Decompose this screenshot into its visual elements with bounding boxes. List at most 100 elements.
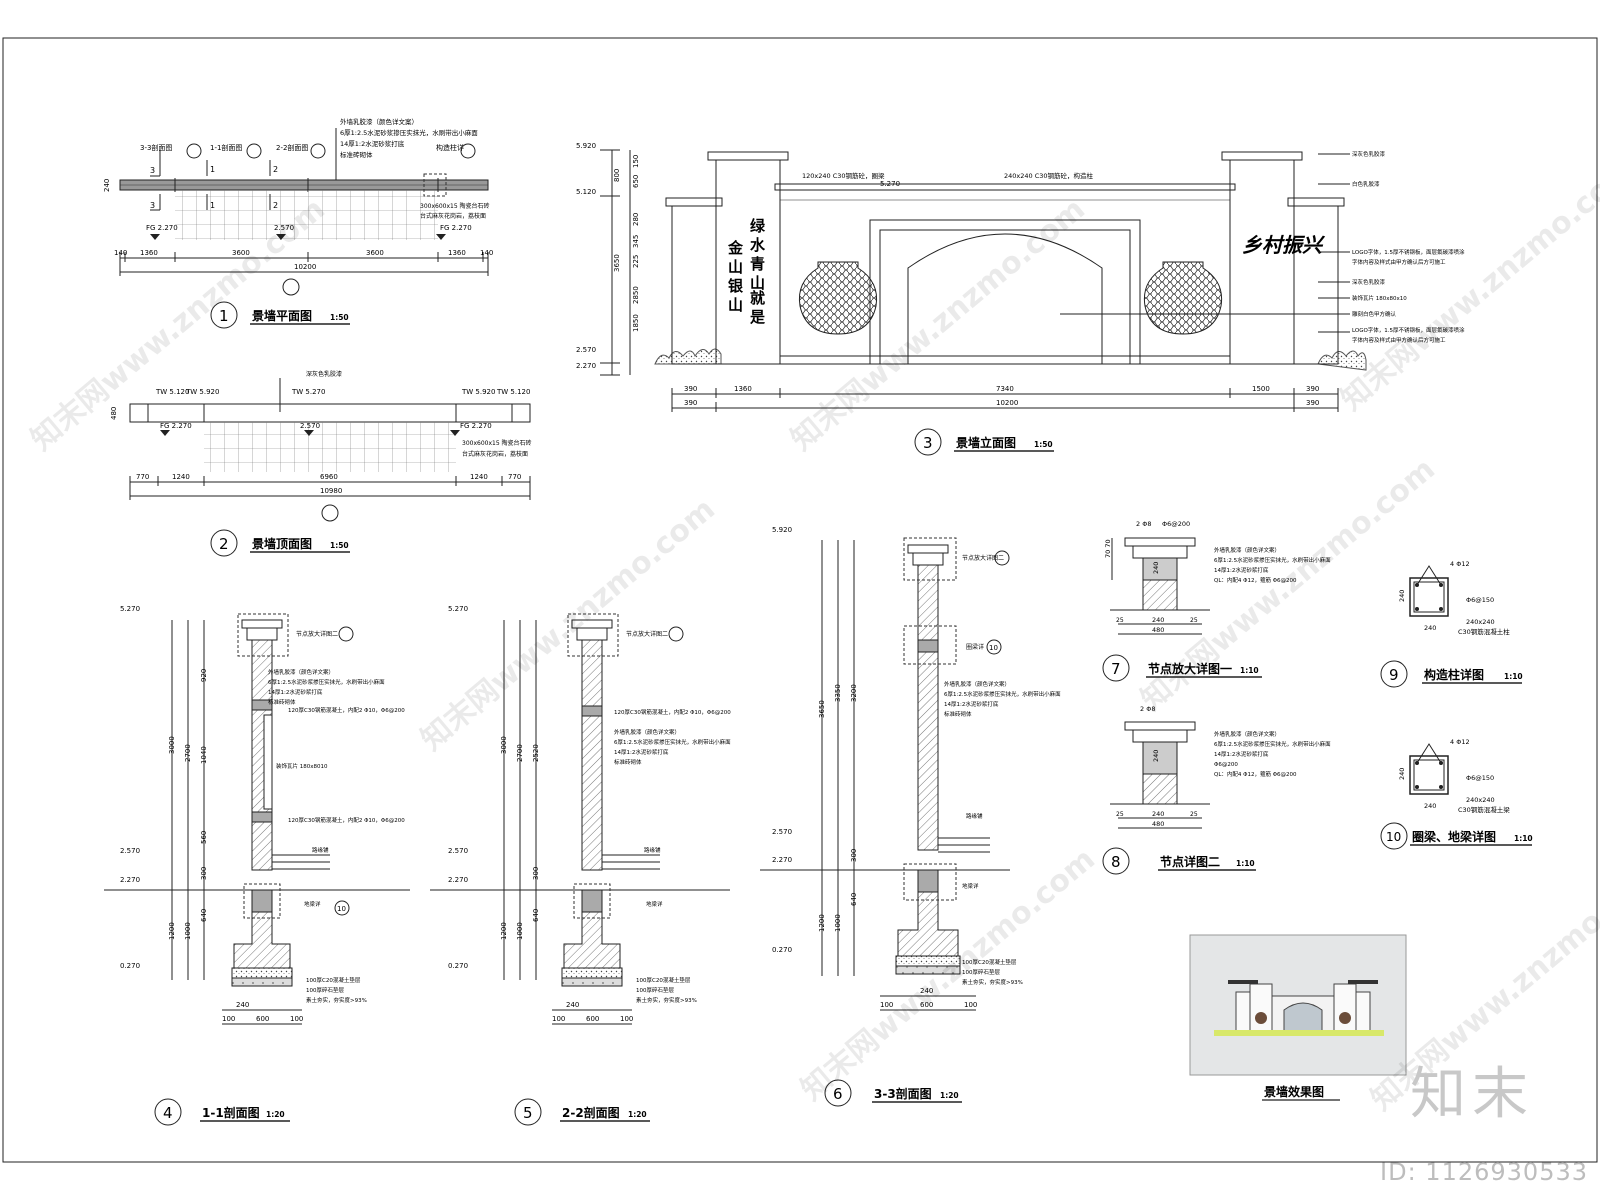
svg-text:节点放大详图二: 节点放大详图二: [296, 630, 338, 638]
title-detail-7: 7 节点放大详图一 1:10: [1102, 654, 1262, 682]
svg-text:雕刻白色甲方确认: 雕刻白色甲方确认: [1352, 310, 1397, 318]
svg-text:14厚1:2水泥砂浆打底: 14厚1:2水泥砂浆打底: [944, 700, 999, 708]
svg-text:路缘铺: 路缘铺: [966, 812, 983, 820]
svg-text:节点放大详图二: 节点放大详图二: [626, 630, 668, 638]
title-elevation: 3 景墙立面图 1:50: [914, 428, 1054, 456]
svg-text:14厚1:2水泥砂浆打底: 14厚1:2水泥砂浆打底: [1214, 566, 1269, 574]
svg-text:100厚碎石垫层: 100厚碎石垫层: [306, 986, 344, 994]
svg-text:3000: 3000: [168, 736, 176, 754]
plan-view: 3-3剖面图 1-1剖面图 2-2剖面图 构造柱详 33 11 22 240 外…: [103, 117, 493, 296]
svg-text:景墙立面图: 景墙立面图: [956, 435, 1016, 450]
svg-text:TW 5.120: TW 5.120: [496, 388, 530, 396]
svg-text:240: 240: [1424, 624, 1436, 632]
svg-text:100厚C20混凝土垫层: 100厚C20混凝土垫层: [306, 976, 361, 984]
svg-text:240: 240: [920, 987, 933, 995]
svg-text:5.920: 5.920: [772, 526, 792, 534]
svg-text:6厚1:2.5水泥砂浆掺压实抹光，水刷带出小麻面: 6厚1:2.5水泥砂浆掺压实抹光，水刷带出小麻面: [944, 690, 1061, 698]
svg-text:4: 4: [163, 1104, 173, 1122]
svg-text:3350: 3350: [834, 684, 842, 702]
plan-level-2: 2.570: [274, 224, 294, 232]
svg-text:1850: 1850: [632, 314, 640, 332]
svg-text:6厚1:2.5水泥砂浆掺压实抹光，水刷带出小麻面: 6厚1:2.5水泥砂浆掺压实抹光，水刷带出小麻面: [1214, 556, 1331, 564]
svg-text:1000: 1000: [834, 914, 842, 932]
svg-text:1360: 1360: [140, 249, 158, 257]
svg-text:5.120: 5.120: [576, 188, 596, 196]
svg-text:1:10: 1:10: [1514, 834, 1533, 843]
svg-text:1200: 1200: [818, 914, 826, 932]
plan-note-3: 14厚1:2水泥砂浆打底: [340, 139, 405, 148]
svg-text:构造柱详图: 构造柱详图: [1424, 667, 1484, 682]
svg-text:白色乳胶漆: 白色乳胶漆: [1352, 180, 1380, 188]
svg-text:390: 390: [1306, 385, 1319, 393]
svg-text:1-1剖面图: 1-1剖面图: [202, 1105, 260, 1120]
svg-text:240: 240: [566, 1001, 579, 1009]
svg-text:地梁详: 地梁详: [304, 900, 321, 908]
plan-note-4: 标准砖砌体: [340, 150, 373, 159]
svg-text:240: 240: [1152, 616, 1164, 624]
svg-text:景墙平面图: 景墙平面图: [252, 308, 312, 323]
section-1-1: 3000 2700 920 1040 560 300 1000 1200 640…: [104, 605, 410, 1025]
svg-text:节点详图二: 节点详图二: [1160, 854, 1220, 869]
svg-text:路缘铺: 路缘铺: [312, 846, 329, 854]
svg-text:1:10: 1:10: [1240, 666, 1259, 675]
title-section-3: 6 3-3剖面图 1:20: [824, 1079, 962, 1107]
svg-text:2.270: 2.270: [448, 876, 468, 884]
svg-text:100厚碎石垫层: 100厚碎石垫层: [636, 986, 674, 994]
svg-text:节点放大详图一: 节点放大详图一: [1148, 661, 1232, 676]
svg-text:Φ6@200: Φ6@200: [1162, 520, 1190, 528]
svg-text:25: 25: [1116, 811, 1124, 818]
svg-text:1360: 1360: [448, 249, 466, 257]
svg-text:70 70: 70 70: [1104, 539, 1112, 558]
svg-text:240: 240: [103, 179, 111, 192]
svg-text:100厚C20混凝土垫层: 100厚C20混凝土垫层: [636, 976, 691, 984]
svg-text:1200: 1200: [500, 922, 508, 940]
svg-text:10200: 10200: [996, 399, 1018, 407]
svg-text:14厚1:2水泥砂浆打底: 14厚1:2水泥砂浆打底: [614, 748, 669, 756]
svg-text:7: 7: [1111, 660, 1121, 678]
elevation-view: 5.920 5.120 2.570 2.270 5.270 150 650 80…: [576, 142, 1465, 412]
svg-text:地梁详: 地梁详: [646, 900, 663, 908]
svg-text:240x240 C30钢筋砼，构造柱: 240x240 C30钢筋砼，构造柱: [1004, 171, 1094, 180]
svg-text:1:20: 1:20: [266, 1110, 285, 1119]
sheet-border: [2, 37, 1598, 1163]
svg-text:6960: 6960: [320, 473, 338, 481]
plan-cut-1: 1-1剖面图: [210, 143, 242, 152]
svg-text:100: 100: [620, 1015, 633, 1023]
plan-note-1: 外墙乳胶漆（颜色详文案）: [340, 117, 418, 126]
svg-text:3: 3: [150, 201, 155, 210]
svg-text:1240: 1240: [470, 473, 488, 481]
svg-text:4 Φ12: 4 Φ12: [1450, 738, 1470, 746]
svg-text:120厚C30钢筋混凝土，内配2 Φ10，Φ6@200: 120厚C30钢筋混凝土，内配2 Φ10，Φ6@200: [288, 706, 405, 714]
svg-text:390: 390: [684, 399, 697, 407]
svg-text:770: 770: [136, 473, 149, 481]
svg-text:120厚C30钢筋混凝土，内配2 Φ10，Φ6@200: 120厚C30钢筋混凝土，内配2 Φ10，Φ6@200: [288, 816, 405, 824]
svg-text:QL：内配4 Φ12，箍筋 Φ6@200: QL：内配4 Φ12，箍筋 Φ6@200: [1214, 576, 1297, 584]
svg-text:1:50: 1:50: [330, 313, 349, 322]
svg-text:1: 1: [210, 165, 215, 174]
svg-text:装饰瓦片 180x8010: 装饰瓦片 180x8010: [276, 762, 328, 770]
svg-text:3600: 3600: [232, 249, 250, 257]
svg-text:C30钢筋混凝土梁: C30钢筋混凝土梁: [1458, 805, 1510, 814]
svg-text:800: 800: [613, 169, 621, 182]
svg-text:10: 10: [989, 644, 998, 652]
svg-text:2700: 2700: [184, 744, 192, 762]
svg-text:6厚1:2.5水泥砂浆掺压实抹光，水刷带出小麻面: 6厚1:2.5水泥砂浆掺压实抹光，水刷带出小麻面: [268, 678, 385, 686]
svg-text:3-3剖面图: 3-3剖面图: [874, 1086, 932, 1101]
svg-text:600: 600: [256, 1015, 269, 1023]
svg-text:1040: 1040: [200, 746, 208, 764]
svg-text:1:20: 1:20: [628, 1110, 647, 1119]
plan-level-3: FG 2.270: [440, 224, 472, 232]
svg-text:140: 140: [480, 249, 493, 257]
svg-text:QL：内配4 Φ12，箍筋 Φ6@200: QL：内配4 Φ12，箍筋 Φ6@200: [1214, 770, 1297, 778]
svg-text:2 Φ8: 2 Φ8: [1136, 520, 1151, 528]
svg-text:景墙顶面图: 景墙顶面图: [252, 536, 312, 551]
svg-text:2-2剖面图: 2-2剖面图: [562, 1105, 620, 1120]
render-image: [1189, 934, 1407, 1076]
svg-text:650: 650: [632, 175, 640, 188]
svg-text:2.570: 2.570: [772, 828, 792, 836]
svg-text:FG 2.270: FG 2.270: [160, 422, 192, 430]
svg-text:240x240: 240x240: [1466, 618, 1495, 626]
detail-7: 2 Φ8 Φ6@200 外墙乳胶漆（颜色详文案） 6厚1:2.5水泥砂浆掺压实抹…: [1104, 520, 1331, 635]
plan-note-2: 6厚1:2.5水泥砂浆掺压实抹光，水刷带出小麻面: [340, 128, 478, 137]
svg-text:3650: 3650: [818, 700, 826, 718]
